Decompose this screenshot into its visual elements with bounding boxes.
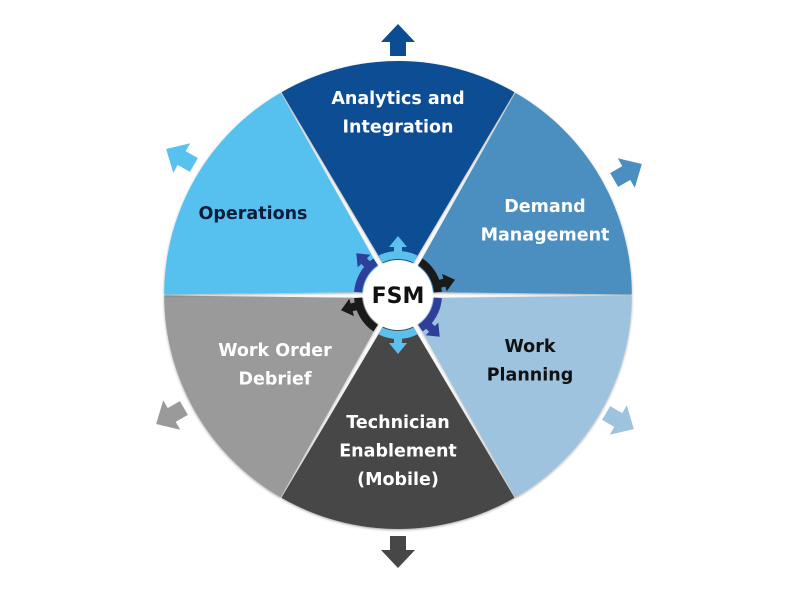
arrow-down-left-icon [156, 400, 188, 430]
segment-label-line: Planning [487, 366, 574, 386]
segment-debrief [164, 295, 393, 498]
center-ring-arrow-icon [341, 298, 359, 317]
segment-planning [403, 295, 632, 498]
segment-label-line: Analytics and [331, 89, 464, 109]
center-ring-arrow-icon [389, 236, 407, 253]
center-ring-arrow-icon [356, 253, 372, 269]
arrow-down-right-icon [602, 405, 634, 435]
segment-label-line: Enablement [339, 442, 457, 462]
segment-label-line: Operations [199, 204, 308, 224]
segment-label-line: Work [505, 337, 556, 357]
center-ring-arrow-icon [424, 321, 440, 337]
center-circle [363, 260, 433, 330]
segment-operations [164, 92, 393, 295]
center-ring-segment [378, 251, 418, 263]
segment-label-line: Demand [504, 197, 585, 217]
segment-analytics [281, 61, 515, 289]
center-ring-arrow-icon [389, 337, 407, 354]
segment-label-line: Work Order [218, 341, 332, 361]
segment-label-operations: Operations [199, 204, 308, 224]
segment-label-line: Debrief [238, 370, 311, 390]
segment-label-line: Management [481, 226, 610, 246]
segment-label-line: Technician [346, 413, 449, 433]
arrow-up-icon [381, 24, 415, 56]
center-ring-segment [378, 327, 418, 339]
center-ring-arrow-icon [437, 273, 455, 292]
segment-label-line: Integration [342, 118, 453, 138]
arrow-up-right-icon [610, 158, 642, 188]
center-ring-segment [418, 297, 442, 332]
center-ring-segment [354, 258, 378, 293]
center-label: FSM [372, 284, 425, 309]
segment-demand [403, 92, 632, 295]
center-ring-segment [354, 297, 378, 332]
arrow-down-icon [381, 536, 415, 568]
center-ring-segment [418, 258, 442, 293]
arrow-up-left-icon [166, 143, 198, 173]
segment-label-line: (Mobile) [357, 470, 439, 490]
segment-technician [281, 301, 515, 529]
